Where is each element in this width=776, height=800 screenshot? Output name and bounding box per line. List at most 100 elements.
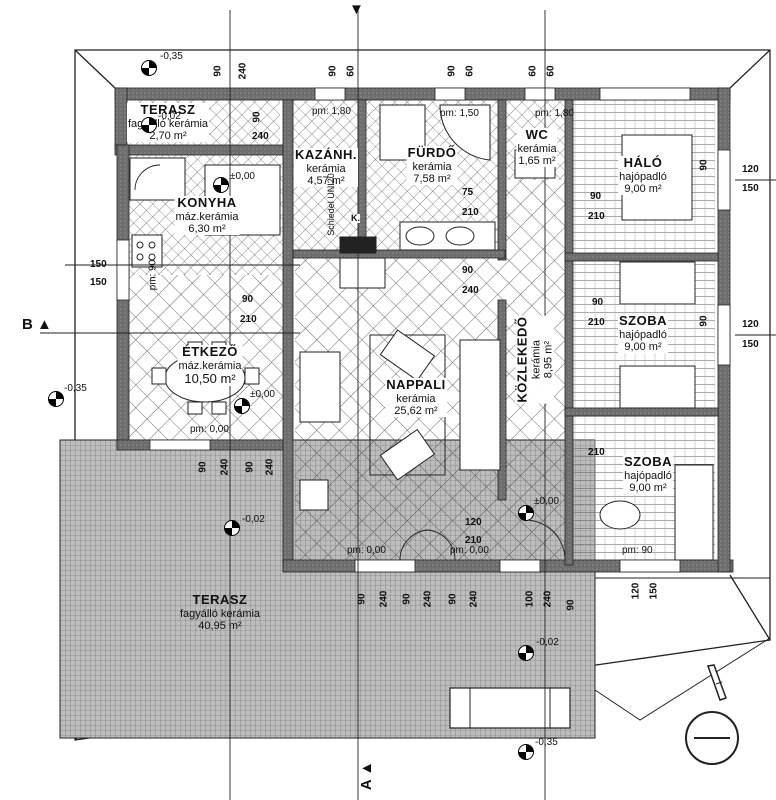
dimension: 150 bbox=[90, 259, 107, 270]
level-marker-icon bbox=[518, 645, 534, 661]
room-area: 7,58 m² bbox=[406, 172, 458, 186]
room-label-kazanh: KAZÁNH. kerámia 4,57 m² bbox=[294, 147, 358, 188]
dimension: 240 bbox=[378, 590, 390, 608]
room-material: kerámia bbox=[516, 142, 558, 155]
room-label-szoba-2: SZOBA hajópadló 9,00 m² bbox=[623, 454, 673, 495]
dimension: 210 bbox=[240, 314, 257, 325]
dimension: 210 bbox=[588, 447, 605, 458]
parapet-height: pm: 90 bbox=[147, 259, 159, 291]
chimney-label: K. bbox=[351, 213, 360, 223]
room-material: kerámia bbox=[529, 315, 543, 404]
dimension: 120 bbox=[742, 319, 759, 330]
section-marker-b: B ▲ bbox=[22, 316, 52, 333]
dimension: 60 bbox=[464, 65, 476, 77]
level-value: -0,35 bbox=[160, 51, 183, 62]
room-label-etkezo: ÉTKEZŐ máz.kerámia 10,50 m² bbox=[177, 344, 243, 387]
room-area: 6,30 m² bbox=[174, 222, 240, 236]
dimension: 90 bbox=[356, 593, 368, 605]
dimension: 240 bbox=[264, 458, 276, 476]
room-name: FÜRDŐ bbox=[406, 145, 458, 161]
room-material: hajópadló bbox=[623, 469, 673, 482]
parapet-height: pm: 0,00 bbox=[347, 545, 386, 556]
room-name: HÁLÓ bbox=[618, 155, 668, 171]
dimension: 90 bbox=[698, 315, 710, 327]
dimension: 210 bbox=[588, 211, 605, 222]
dimension: 90 bbox=[462, 265, 474, 276]
room-name: TERASZ bbox=[192, 592, 248, 607]
dimension: 100 bbox=[524, 590, 536, 608]
room-name: KÖZLEKEDŐ bbox=[514, 315, 530, 404]
terrace-step bbox=[449, 687, 571, 729]
room-name: SZOBA bbox=[623, 454, 673, 470]
dimension: 90 bbox=[698, 159, 710, 171]
dimension: 240 bbox=[542, 590, 554, 608]
dimension: 150 bbox=[742, 339, 759, 350]
dimension: 210 bbox=[462, 207, 479, 218]
level-marker-icon bbox=[234, 398, 250, 414]
room-area: 4,57 m² bbox=[294, 174, 358, 188]
room-label-konyha: KONYHA máz.kerámia 6,30 m² bbox=[174, 195, 240, 236]
dimension: 90 bbox=[242, 294, 254, 305]
dimension: 90 bbox=[590, 191, 602, 202]
room-label-szoba-1: SZOBA hajópadló 9,00 m² bbox=[618, 313, 668, 354]
dimension: 240 bbox=[219, 458, 231, 476]
dimension: 150 bbox=[90, 277, 107, 288]
room-area: 9,00 m² bbox=[618, 340, 668, 354]
room-name: KONYHA bbox=[174, 195, 240, 211]
dimension: 90 bbox=[251, 111, 263, 123]
dimension: 60 bbox=[345, 65, 357, 77]
parapet-height: pm: 0,00 bbox=[190, 424, 229, 435]
dimension: 210 bbox=[588, 317, 605, 328]
room-area: 9,00 m² bbox=[618, 182, 668, 196]
chimney-type: Schiedel UNI20 bbox=[325, 173, 336, 236]
room-label-terasz-big: TERASZ fagyálló kerámia 40,95 m² bbox=[179, 592, 261, 632]
room-area: 1,65 m² bbox=[516, 154, 558, 168]
parapet-height: pm: 0,00 bbox=[450, 545, 489, 556]
level-value: -0,02 bbox=[536, 637, 559, 648]
dimension: 90 bbox=[197, 461, 209, 473]
room-name: WC bbox=[516, 127, 558, 143]
dimension: 90 bbox=[212, 65, 224, 77]
level-marker-icon bbox=[213, 177, 229, 193]
level-value: -0,35 bbox=[64, 383, 87, 394]
level-marker-icon bbox=[518, 744, 534, 760]
room-area: 25,62 m² bbox=[385, 404, 447, 418]
dimension: 60 bbox=[545, 65, 557, 77]
level-value: ±0,00 bbox=[250, 389, 275, 400]
level-value: ±0,00 bbox=[230, 171, 255, 182]
room-label-halo: HÁLÓ hajópadló 9,00 m² bbox=[618, 155, 668, 196]
room-material: kerámia bbox=[385, 392, 447, 405]
level-marker-icon bbox=[518, 505, 534, 521]
parapet-height: pm: 1,80 bbox=[312, 106, 351, 117]
dimension: 120 bbox=[742, 164, 759, 175]
dimension: 240 bbox=[237, 62, 249, 80]
level-marker-icon bbox=[141, 60, 157, 76]
parapet-height: pm: 90 bbox=[622, 545, 653, 556]
room-label-terasz-small: TERASZ fagyálló kerámia 2,70 m² bbox=[126, 102, 210, 143]
room-label-nappali: NAPPALI kerámia 25,62 m² bbox=[385, 377, 447, 418]
dimension: 240 bbox=[252, 131, 269, 142]
dimension: 150 bbox=[742, 183, 759, 194]
dimension: 90 bbox=[565, 599, 577, 611]
dimension: 120 bbox=[630, 582, 642, 600]
dimension: 240 bbox=[462, 285, 479, 296]
room-material: máz.kerámia bbox=[177, 359, 243, 372]
room-label-wc: WC kerámia 1,65 m² bbox=[516, 127, 558, 168]
room-name: ÉTKEZŐ bbox=[177, 344, 243, 360]
dimension: 150 bbox=[648, 582, 660, 600]
room-area: 10,50 m² bbox=[177, 371, 243, 387]
level-value: -0,35 bbox=[535, 737, 558, 748]
room-area: 8,95 m² bbox=[542, 315, 555, 404]
room-material: kerámia bbox=[294, 162, 358, 175]
level-marker-icon bbox=[141, 117, 157, 133]
room-area: 2,70 m² bbox=[126, 129, 210, 143]
room-area: 9,00 m² bbox=[623, 481, 673, 495]
room-material: máz.kerámia bbox=[174, 210, 240, 223]
parapet-height: pm: 1,50 bbox=[440, 108, 479, 119]
dimension: 90 bbox=[446, 65, 458, 77]
room-name: SZOBA bbox=[618, 313, 668, 329]
level-value: -0,02 bbox=[158, 111, 181, 122]
dimension: 90 bbox=[401, 593, 413, 605]
room-name: NAPPALI bbox=[385, 377, 447, 393]
room-material: kerámia bbox=[406, 160, 458, 173]
